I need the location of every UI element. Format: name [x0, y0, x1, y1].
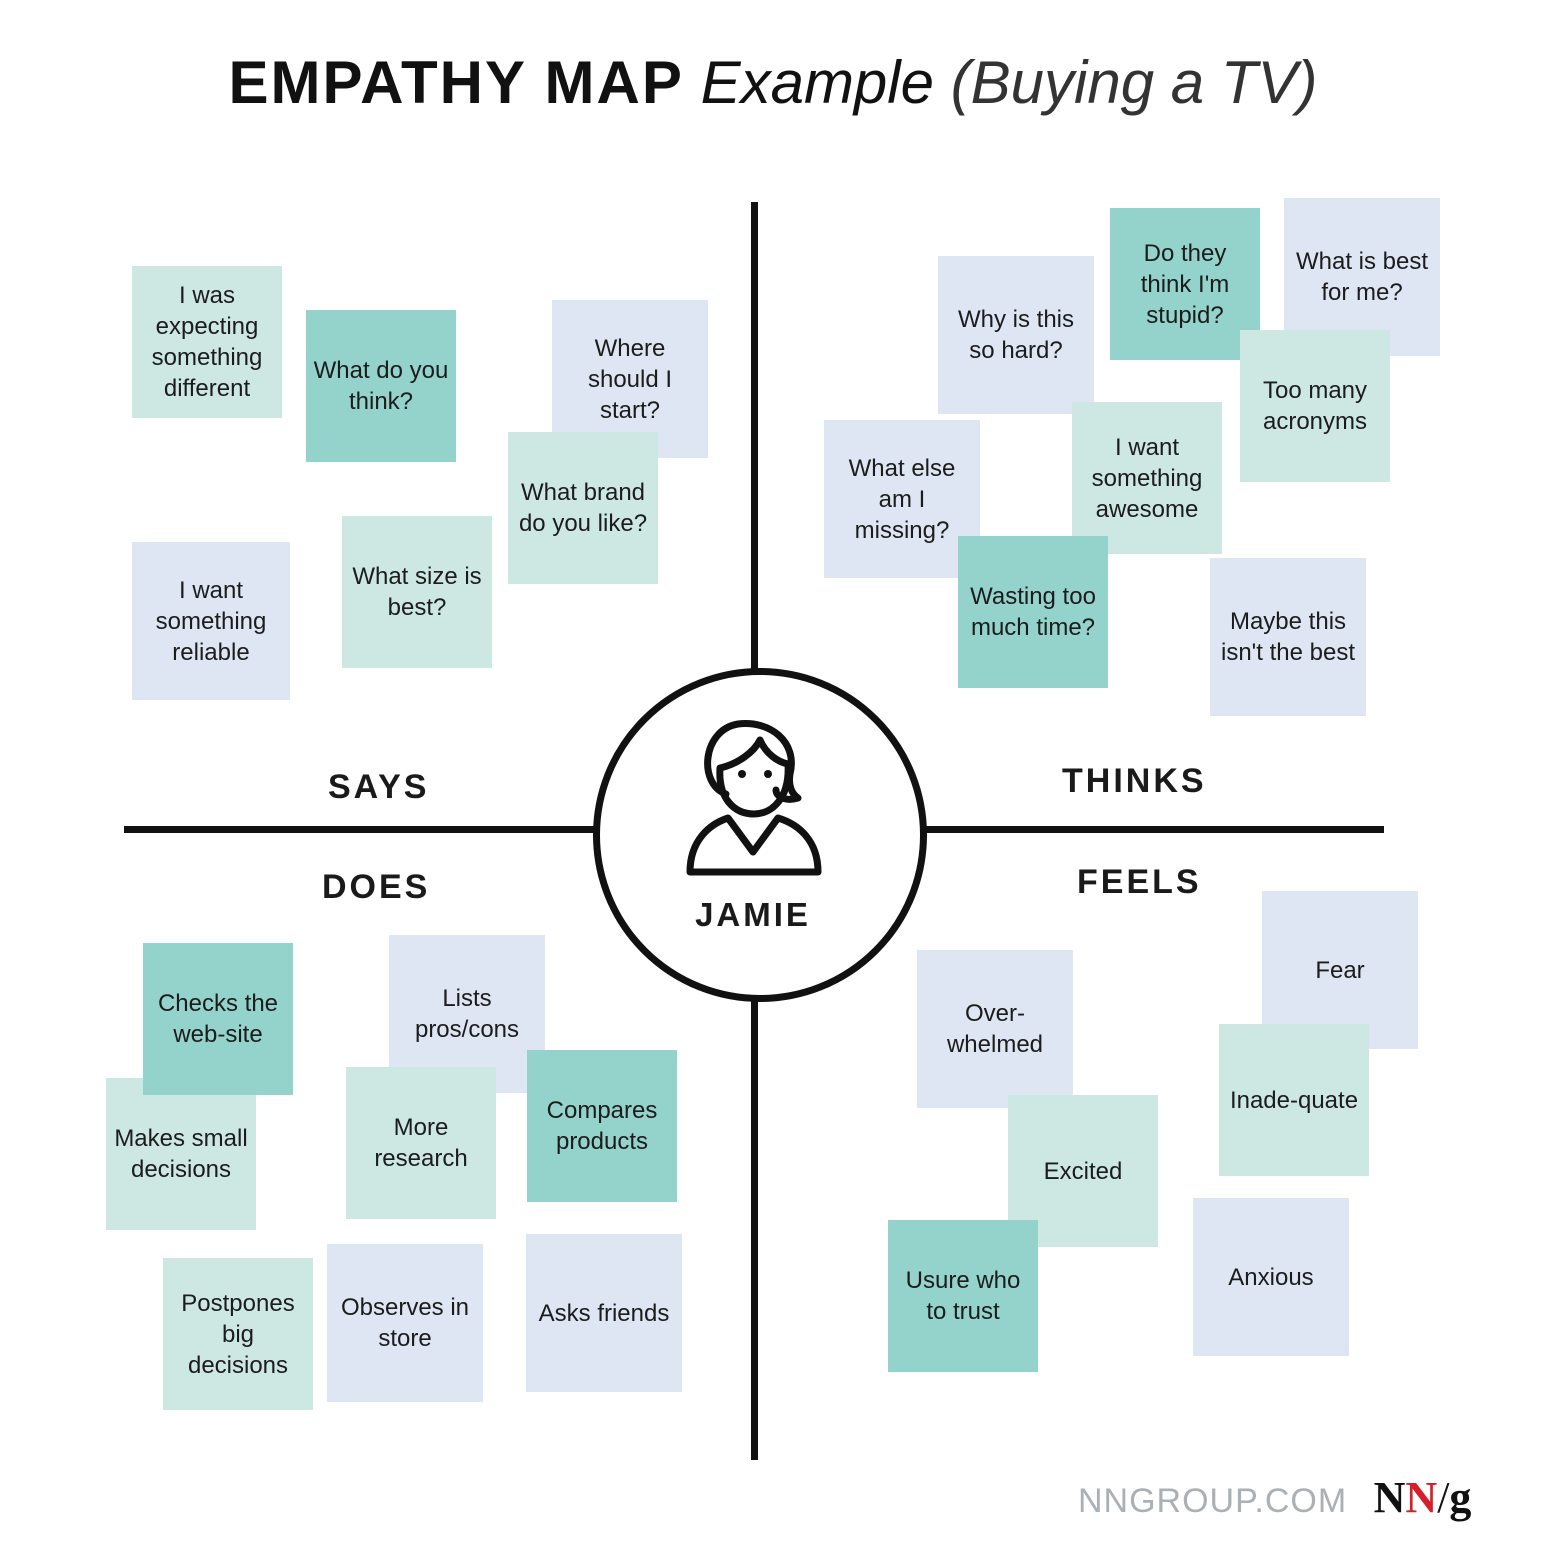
sticky-note-thinks: What is best for me? — [1284, 198, 1440, 356]
sticky-note-says: I was expecting something different — [132, 266, 282, 418]
person-icon — [686, 720, 822, 876]
sticky-note-thinks: I want something awesome — [1072, 402, 1222, 554]
page-title: EMPATHY MAP Example (Buying a TV) — [0, 48, 1546, 117]
sticky-note-feels: Fear — [1262, 891, 1418, 1049]
sticky-note-does: Makes small decisions — [106, 1078, 256, 1230]
sticky-note-thinks: Do they think I'm stupid? — [1110, 208, 1260, 360]
nng-logo: NN/g — [1373, 1473, 1472, 1522]
sticky-note-says: What size is best? — [342, 516, 492, 668]
quadrant-label-thinks: THINKS — [1062, 762, 1207, 800]
sticky-note-thinks: Wasting too much time? — [958, 536, 1108, 688]
footer: NNGROUP.COM NN/g — [1078, 1472, 1471, 1523]
vertical-axis-bottom — [751, 990, 758, 1460]
sticky-note-thinks: Too many acronyms — [1240, 330, 1390, 482]
horizontal-axis-left — [124, 826, 596, 833]
sticky-note-feels: Over-whelmed — [917, 950, 1073, 1108]
sticky-note-says: What brand do you like? — [508, 432, 658, 584]
sticky-note-does: Observes in store — [327, 1244, 483, 1402]
sticky-note-feels: Inade-quate — [1219, 1024, 1369, 1176]
sticky-note-feels: Usure who to trust — [888, 1220, 1038, 1372]
sticky-note-feels: Anxious — [1193, 1198, 1349, 1356]
sticky-note-says: What do you think? — [306, 310, 456, 462]
site-url: NNGROUP.COM — [1078, 1482, 1348, 1520]
sticky-note-thinks: What else am I missing? — [824, 420, 980, 578]
persona-name: JAMIE — [695, 896, 811, 933]
sticky-note-does: More research — [346, 1067, 496, 1219]
title-italic: Example — [700, 49, 934, 116]
horizontal-axis-right — [914, 826, 1384, 833]
quadrant-label-feels: FEELS — [1077, 863, 1202, 901]
title-bold: EMPATHY MAP — [228, 49, 684, 116]
sticky-note-does: Lists pros/cons — [389, 935, 545, 1093]
vertical-axis-top — [751, 202, 758, 670]
quadrant-label-says: SAYS — [328, 768, 430, 806]
sticky-note-says: Where should I start? — [552, 300, 708, 458]
title-subtitle: (Buying a TV) — [950, 49, 1318, 116]
sticky-note-thinks: Maybe this isn't the best — [1210, 558, 1366, 716]
sticky-note-does: Checks the web-site — [143, 943, 293, 1095]
sticky-note-does: Asks friends — [526, 1234, 682, 1392]
quadrant-label-does: DOES — [322, 868, 431, 906]
sticky-note-says: I want something reliable — [132, 542, 290, 700]
sticky-note-does: Postpones big decisions — [163, 1258, 313, 1410]
sticky-note-thinks: Why is this so hard? — [938, 256, 1094, 414]
sticky-note-does: Compares products — [527, 1050, 677, 1202]
